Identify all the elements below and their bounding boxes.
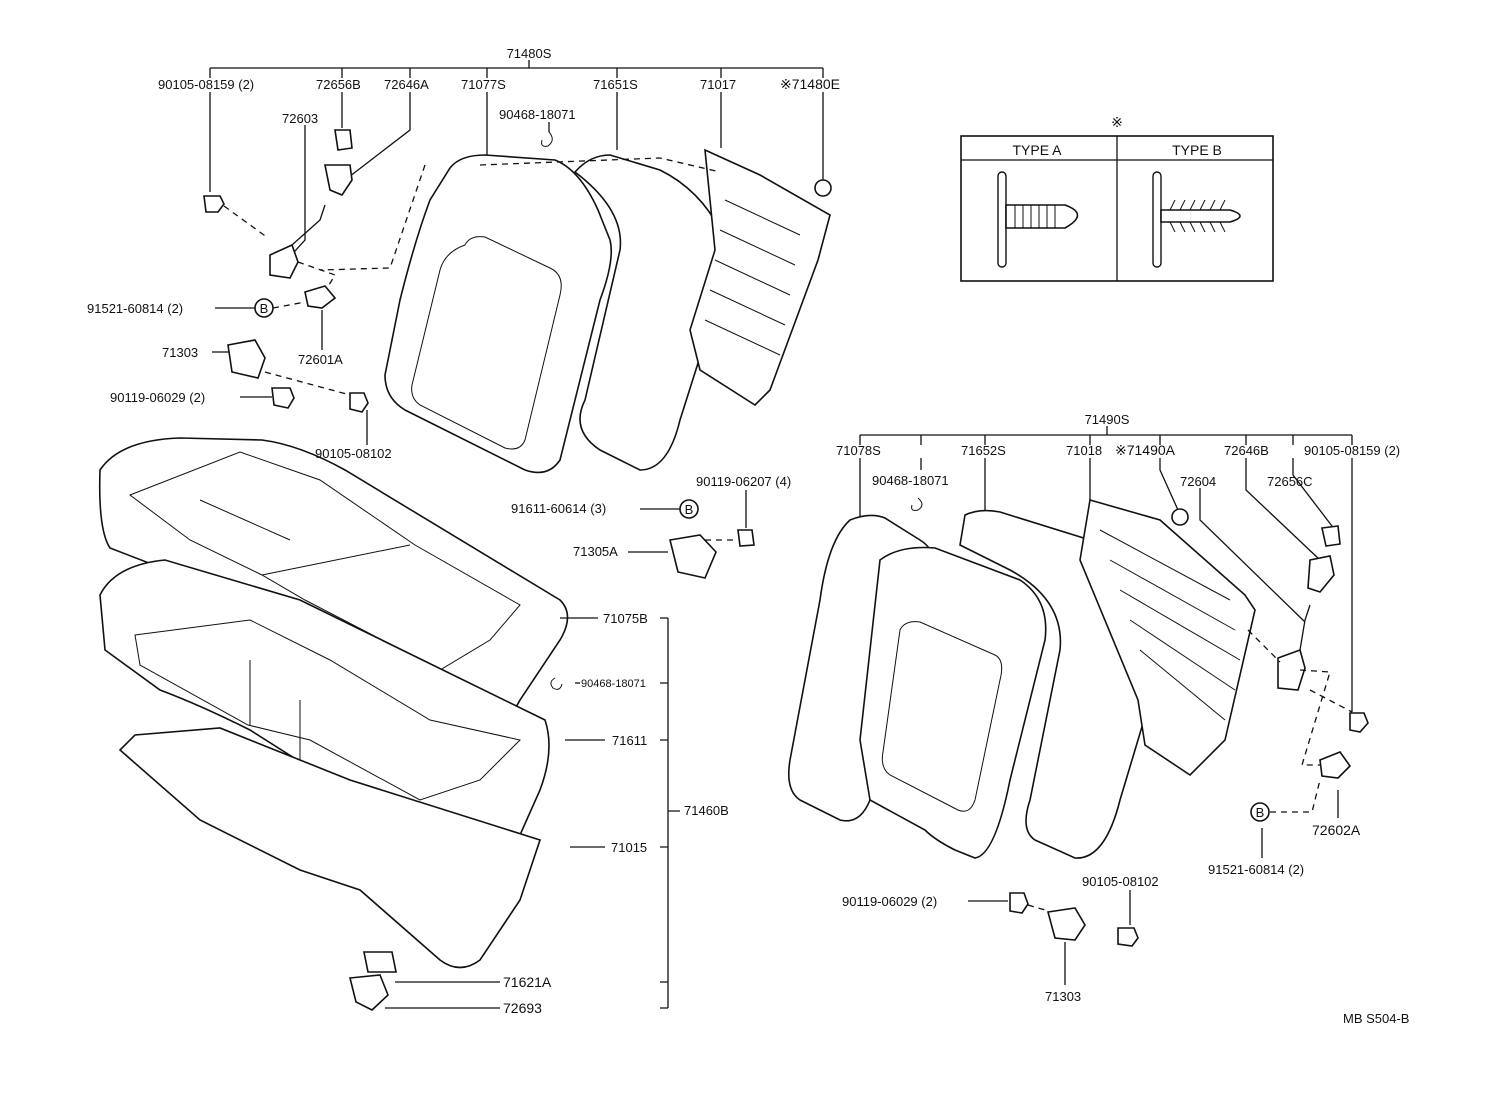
label-71621A: 71621A: [503, 974, 552, 990]
circle-b-label: B: [1256, 805, 1265, 820]
label-71305A: 71305A: [573, 544, 618, 559]
type-b-header: TYPE B: [1172, 142, 1222, 158]
type-a-header: TYPE A: [1012, 142, 1062, 158]
label-71651S: 71651S: [593, 77, 638, 92]
label-71611: 71611: [612, 733, 647, 748]
circle-b-label: B: [260, 301, 269, 316]
label-72693: 72693: [503, 1000, 542, 1016]
label-71303-right: 71303: [1045, 989, 1081, 1004]
label-72604: 72604: [1180, 474, 1216, 489]
label-90105-08102-right: 90105-08102: [1082, 874, 1159, 889]
label-71460B: 71460B: [684, 803, 729, 818]
seat-cushion-assembly: [98, 437, 680, 1011]
part-labels: 71480S 90105-08159 (2) 72656B 72646A 710…: [87, 46, 1409, 1026]
label-71018: 71018: [1066, 443, 1102, 458]
label-71490S: 71490S: [1085, 412, 1130, 427]
label-90119-06029-left: 90119-06029 (2): [110, 390, 205, 405]
label-71480S: 71480S: [507, 46, 552, 61]
label-72646A: 72646A: [384, 77, 429, 92]
type-a-clip-head: [997, 171, 1007, 268]
clip-type-table: ※ TYPE A TYPE B: [960, 114, 1274, 282]
label-90468-18071-cushion: 90468-18071: [581, 678, 646, 690]
label-90105-08159-left: 90105-08159 (2): [158, 77, 254, 92]
type-table-marker: ※: [1111, 114, 1123, 130]
type-b-clip-head: [1152, 171, 1162, 268]
label-90468-18071-top: 90468-18071: [499, 107, 576, 122]
footer-code: MB S504-B: [1343, 1011, 1409, 1026]
seat-back-right-assembly: B: [787, 426, 1369, 985]
label-71015: 71015: [611, 840, 647, 855]
label-90105-08102-left: 90105-08102: [315, 446, 392, 461]
label-71303-left: 71303: [162, 345, 198, 360]
label-90119-06207: 90119-06207 (4): [696, 474, 791, 489]
circle-b-label: B: [685, 502, 694, 517]
label-71078S: 71078S: [836, 443, 881, 458]
label-72656C: 72656C: [1267, 474, 1313, 489]
label-72646B: 72646B: [1224, 443, 1269, 458]
label-72602A: 72602A: [1312, 822, 1361, 838]
label-72603: 72603: [282, 111, 318, 126]
type-a-clip-shank: [1005, 204, 1079, 229]
seat-back-left-assembly: B: [203, 60, 832, 474]
label-72656B: 72656B: [316, 77, 361, 92]
label-91521-60814-right: 91521-60814 (2): [1208, 862, 1304, 877]
label-72601A: 72601A: [298, 352, 343, 367]
label-90468-18071-right: 90468-18071: [872, 473, 949, 488]
type-b-clip-shank: [1160, 209, 1241, 223]
label-71480E: ※71480E: [780, 76, 840, 92]
center-hinge-group: B: [628, 490, 755, 579]
label-71652S: 71652S: [961, 443, 1006, 458]
label-71017: 71017: [700, 77, 736, 92]
label-90119-06029-right: 90119-06029 (2): [842, 894, 937, 909]
label-91521-60814-left: 91521-60814 (2): [87, 301, 183, 316]
label-71075B: 71075B: [603, 611, 648, 626]
label-90105-08159-right: 90105-08159 (2): [1304, 443, 1400, 458]
label-91611-60614: 91611-60614 (3): [511, 501, 606, 516]
label-71490A: ※71490A: [1115, 442, 1176, 458]
label-71077S: 71077S: [461, 77, 506, 92]
